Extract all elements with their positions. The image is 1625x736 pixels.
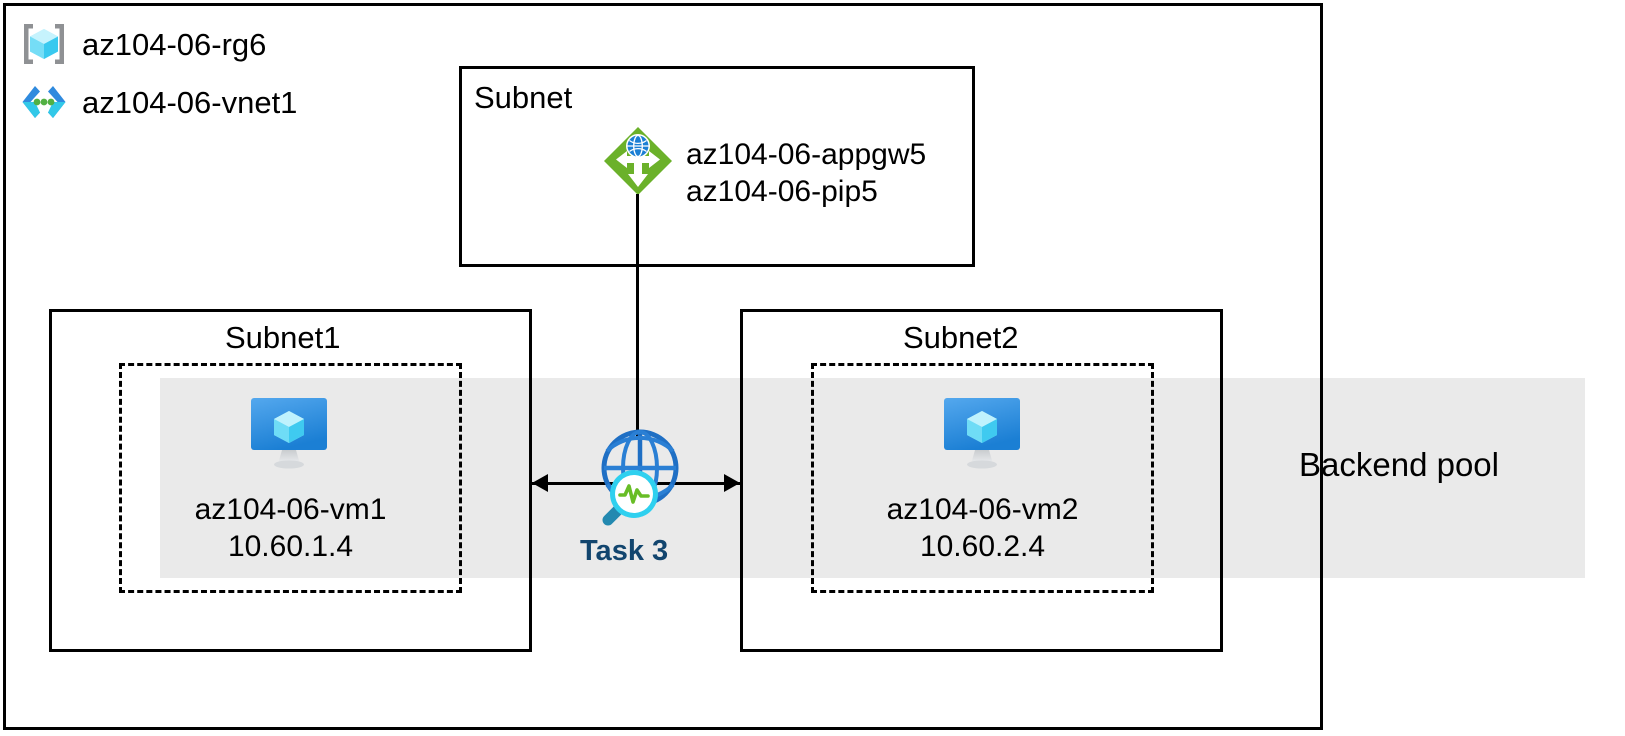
legend-label-virtual-network: az104-06-vnet1	[82, 84, 298, 120]
legend-item-resource-group: az104-06-rg6	[20, 20, 266, 68]
gateway-to-monitor-connector	[636, 194, 639, 439]
subnet2-box	[740, 309, 1223, 652]
subnet2-vm-labels: az104-06-vm2 10.60.2.4	[811, 492, 1154, 565]
public-ip-name: az104-06-pip5	[686, 174, 878, 208]
application-gateway-icon	[603, 126, 673, 196]
subnet1-box	[49, 309, 532, 652]
vm1-name: az104-06-vm1	[194, 493, 387, 526]
task-label: Task 3	[580, 535, 669, 567]
gateway-subnet-box	[459, 66, 975, 267]
virtual-network-icon	[20, 82, 68, 122]
vm2-ip: 10.60.2.4	[919, 529, 1046, 563]
subnet1-vm-group	[119, 363, 462, 593]
gateway-subnet-title: Subnet	[474, 80, 573, 115]
connector-arrowhead-right	[724, 474, 740, 492]
subnet1-title: Subnet1	[225, 320, 341, 355]
subnet1-vm-labels: az104-06-vm1 10.60.1.4	[119, 492, 462, 565]
network-watcher-connection-monitor-icon	[578, 422, 688, 532]
virtual-machine-icon	[941, 398, 1023, 470]
virtual-machine-icon	[248, 398, 330, 470]
legend-item-virtual-network: az104-06-vnet1	[20, 82, 297, 122]
connector-arrowhead-left	[532, 474, 548, 492]
virtual-network-boundary	[3, 3, 1323, 730]
legend-label-resource-group: az104-06-rg6	[82, 26, 267, 62]
backend-pool-label: Backend pool	[1299, 446, 1499, 483]
application-gateway-name: az104-06-appgw5	[686, 138, 927, 171]
subnet2-title: Subnet2	[903, 320, 1019, 355]
vm1-ip: 10.60.1.4	[227, 529, 354, 563]
resource-group-icon	[20, 20, 68, 68]
subnet2-vm-group	[811, 363, 1154, 593]
vm2-name: az104-06-vm2	[886, 493, 1079, 526]
application-gateway-labels: az104-06-appgw5 az104-06-pip5	[686, 137, 926, 210]
backend-pool-band	[160, 378, 1585, 578]
